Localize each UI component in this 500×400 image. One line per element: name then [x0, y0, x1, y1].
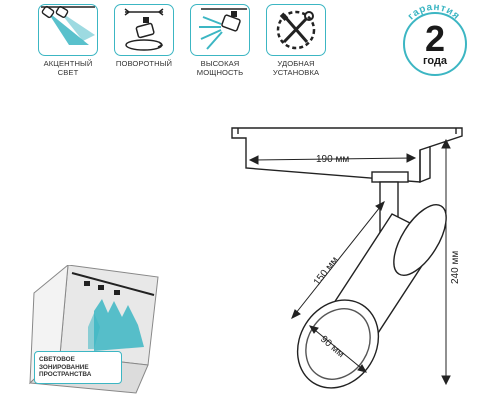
rotating-spotlight-icon	[114, 4, 174, 56]
warranty-badge: гарантия 2 года	[394, 0, 476, 82]
track-adapter-drawing	[231, 127, 463, 184]
feature-caption: УДОБНАЯ УСТАНОВКА	[272, 59, 320, 77]
width-dimension-line	[248, 153, 417, 165]
height-dimension-label: 240 мм	[450, 251, 461, 284]
feature-caption: ВЫСОКАЯ МОЩНОСТЬ	[196, 59, 244, 77]
easy-install-tools-icon	[266, 4, 326, 56]
length-dimension-line	[291, 200, 385, 320]
light-zoning-illustration: СВЕТОВОЕ ЗОНИРОВАНИЕ ПРОСТРАНСТВА	[28, 265, 164, 397]
feature-accent-light: АКЦЕНТНЫЙ СВЕТ	[38, 4, 98, 77]
feature-rotating: ПОВОРОТНЫЙ	[114, 4, 174, 68]
feature-high-power: ВЫСОКАЯ МОЩНОСТЬ	[190, 4, 250, 77]
high-power-spotlight-icon	[190, 4, 250, 56]
height-dimension-line	[441, 138, 451, 386]
warranty-years-unit: года	[422, 55, 448, 67]
feature-easy-install: УДОБНАЯ УСТАНОВКА	[266, 4, 326, 77]
feature-caption: ПОВОРОТНЫЙ	[115, 59, 173, 68]
width-dimension-label: 190 мм	[316, 154, 349, 165]
warranty-years-number: 2	[424, 18, 446, 59]
accent-spotlight-icon	[38, 4, 98, 56]
feature-caption: АКЦЕНТНЫЙ СВЕТ	[43, 59, 93, 77]
length-dimension-label: 150 мм	[312, 255, 341, 288]
zoning-label: СВЕТОВОЕ ЗОНИРОВАНИЕ ПРОСТРАНСТВА	[34, 351, 122, 384]
diameter-dimension-line	[308, 325, 368, 373]
warranty-ring	[403, 12, 467, 76]
